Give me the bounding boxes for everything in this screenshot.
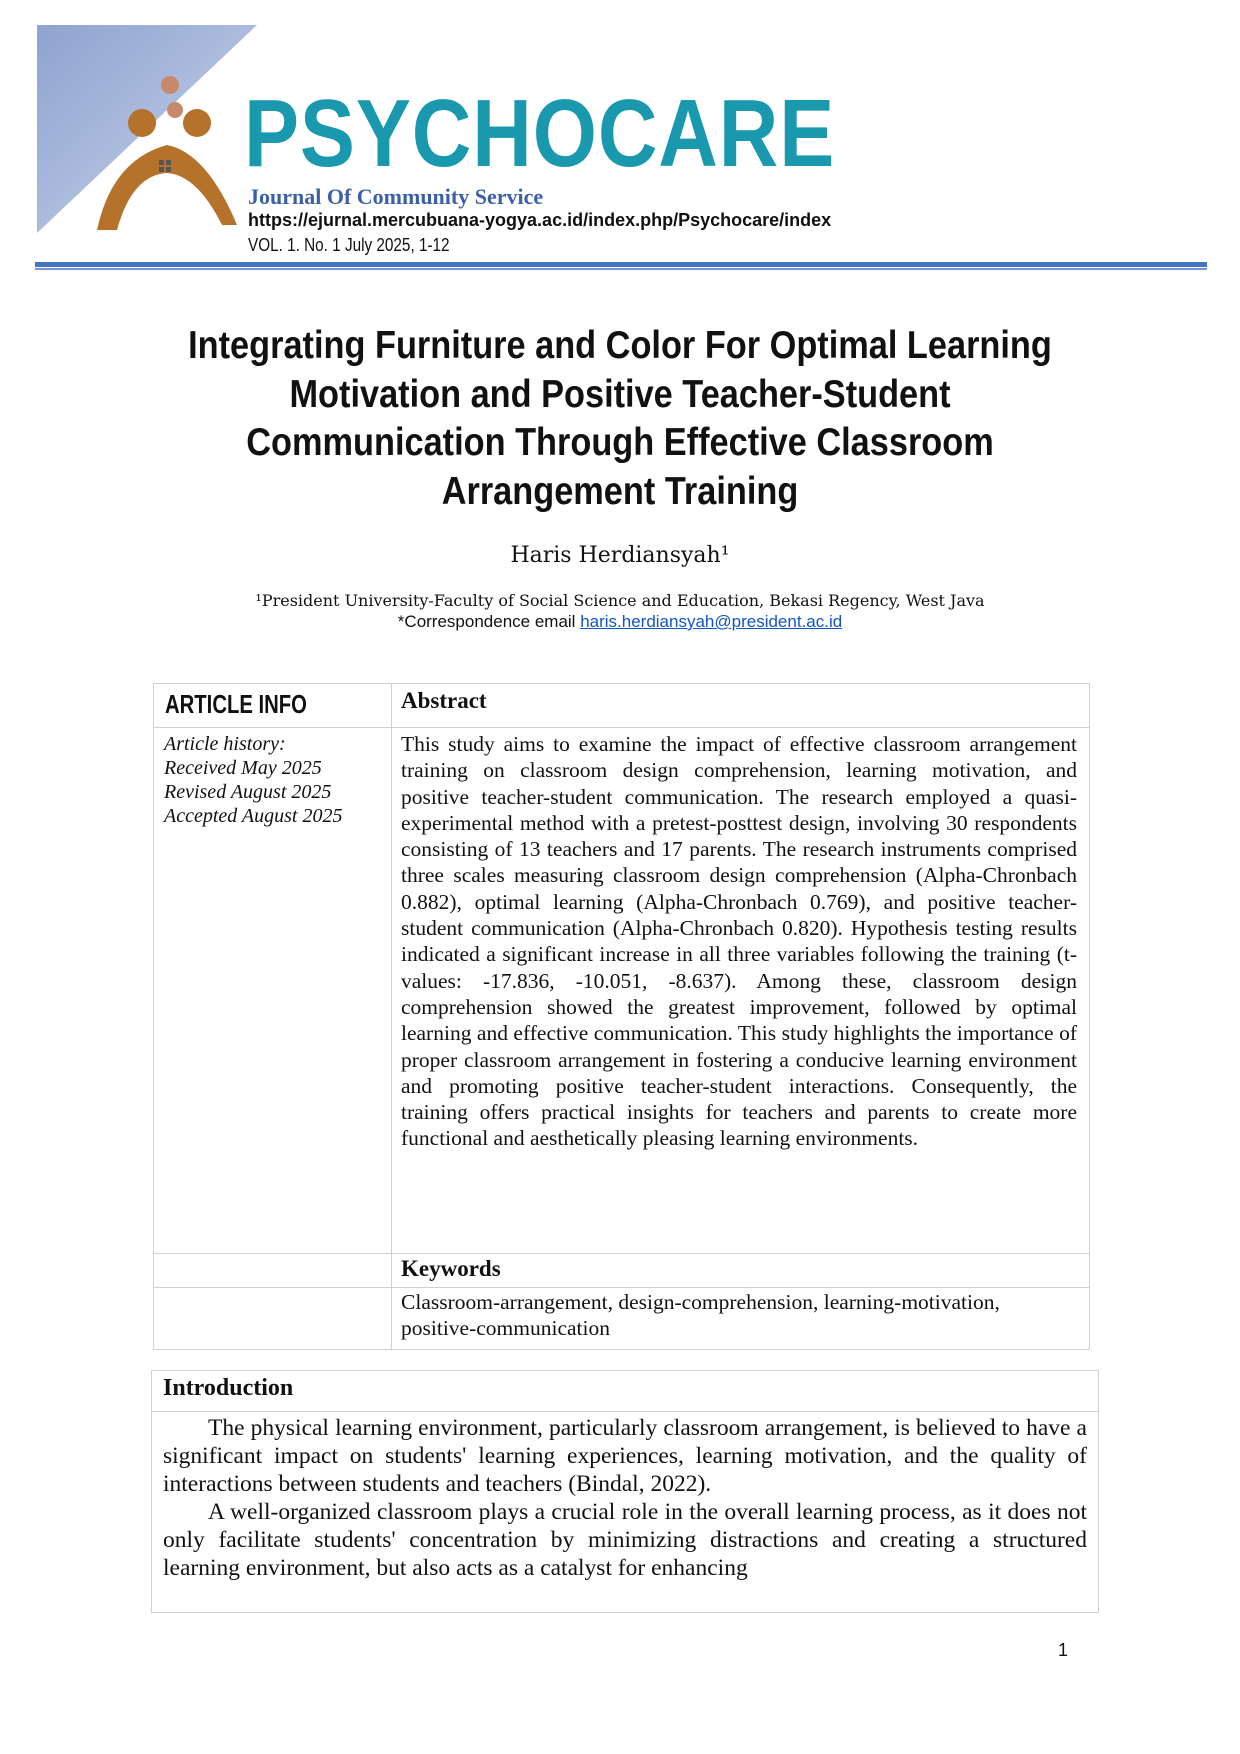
row-divider [154,1287,1089,1288]
article-info-table: ARTICLE INFO Abstract Article history: R… [153,683,1090,1350]
introduction-body: The physical learning environment, parti… [163,1414,1087,1582]
journal-brand: PSYCHOCARE [244,80,836,187]
accepted-date: Accepted August 2025 [164,805,343,827]
received-date: Received May 2025 [164,757,322,779]
introduction-section: Introduction The physical learning envir… [151,1370,1099,1613]
email-link[interactable]: haris.herdiansyah@president.ac.id [580,612,843,631]
revised-date: Revised August 2025 [164,781,332,803]
keywords-heading: Keywords [401,1256,501,1281]
article-history: Article history: Received May 2025 Revis… [164,732,342,828]
affiliation: ¹President University-Faculty of Social … [255,591,985,610]
row-divider [154,727,1089,728]
keywords-text: Classroom-arrangement, design-comprehens… [401,1290,1000,1340]
journal-logo [37,25,257,233]
paper-title: Integrating Furniture and Color For Opti… [188,324,1052,513]
journal-subtitle: Journal Of Community Service [248,184,544,209]
introduction-heading: Introduction [163,1375,294,1401]
correspondence-label: *Correspondence email [397,612,581,631]
volume-info: VOL. 1. No. 1 July 2025, 1-12 [248,235,450,255]
row-divider [152,1411,1098,1412]
abstract-text: This study aims to examine the impact of… [401,732,1077,1151]
abstract-heading: Abstract [401,688,487,713]
row-divider [154,1253,1089,1254]
correspondence: *Correspondence email haris.herdiansyah@… [0,612,1240,632]
author: Haris Herdiansyah¹ [510,543,730,568]
page-number: 1 [1058,1640,1069,1660]
header-rule-thin [35,268,1207,270]
history-label: Article history: [164,733,286,755]
paragraph: A well-organized classroom plays a cruci… [163,1499,1087,1581]
paragraph: The physical learning environment, parti… [163,1415,1087,1497]
article-info-heading: ARTICLE INFO [165,689,307,719]
journal-url[interactable]: https://ejurnal.mercubuana-yogya.ac.id/i… [248,210,832,230]
header-rule [35,262,1207,267]
column-divider [391,684,392,1349]
